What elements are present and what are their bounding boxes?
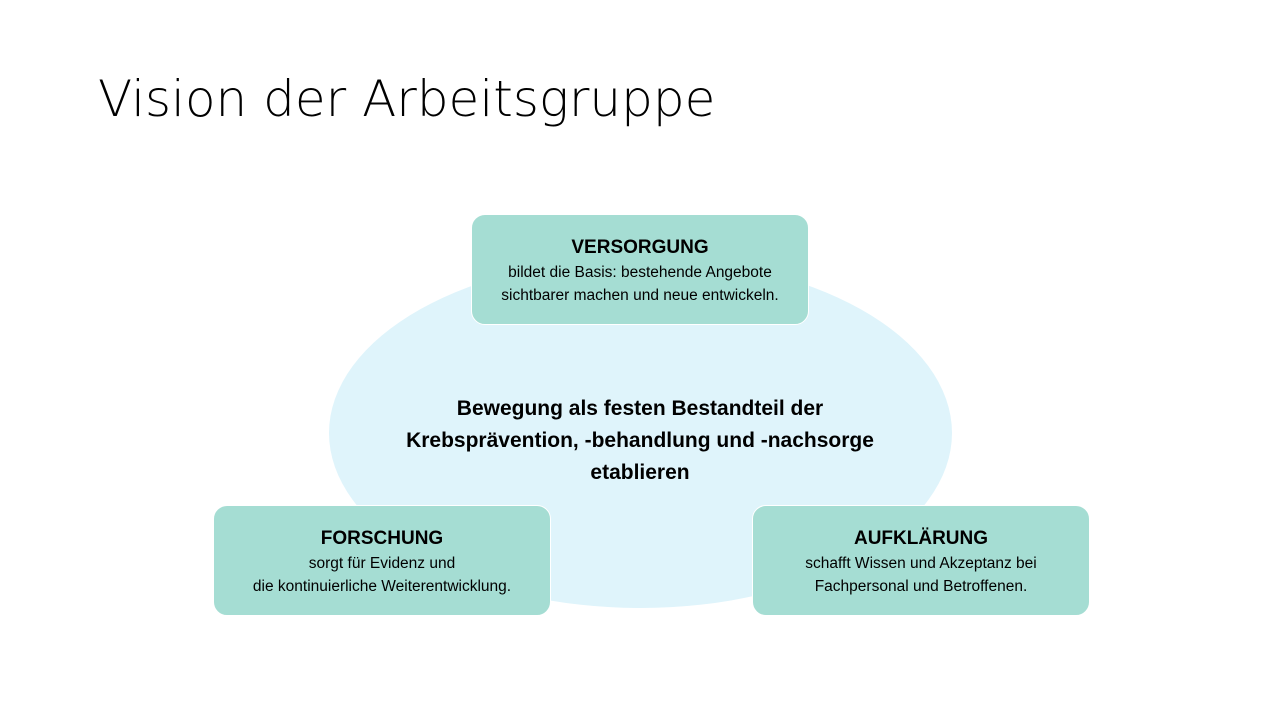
box-aufklaerung: AUFKLÄRUNG schafft Wissen und Akzeptanz … <box>752 505 1090 616</box>
box-forschung-text: sorgt für Evidenz und die kontinuierlich… <box>252 555 512 595</box>
center-vision-text: Bewegung als festen Bestandteil der Kreb… <box>406 397 874 484</box>
box-forschung-title: FORSCHUNG <box>320 528 444 549</box>
box-versorgung-text: bildet die Basis: bestehende Angebote si… <box>501 264 779 304</box>
box-versorgung: VERSORGUNG bildet die Basis: bestehende … <box>471 214 809 325</box>
box-aufklaerung-title: AUFKLÄRUNG <box>853 528 989 549</box>
slide-title: Vision der Arbeitsgruppe <box>98 70 716 128</box>
box-versorgung-title: VERSORGUNG <box>571 237 709 258</box>
box-forschung: FORSCHUNG sorgt für Evidenz und die kont… <box>213 505 551 616</box>
box-aufklaerung-text: schafft Wissen und Akzeptanz bei Fachper… <box>805 555 1037 595</box>
